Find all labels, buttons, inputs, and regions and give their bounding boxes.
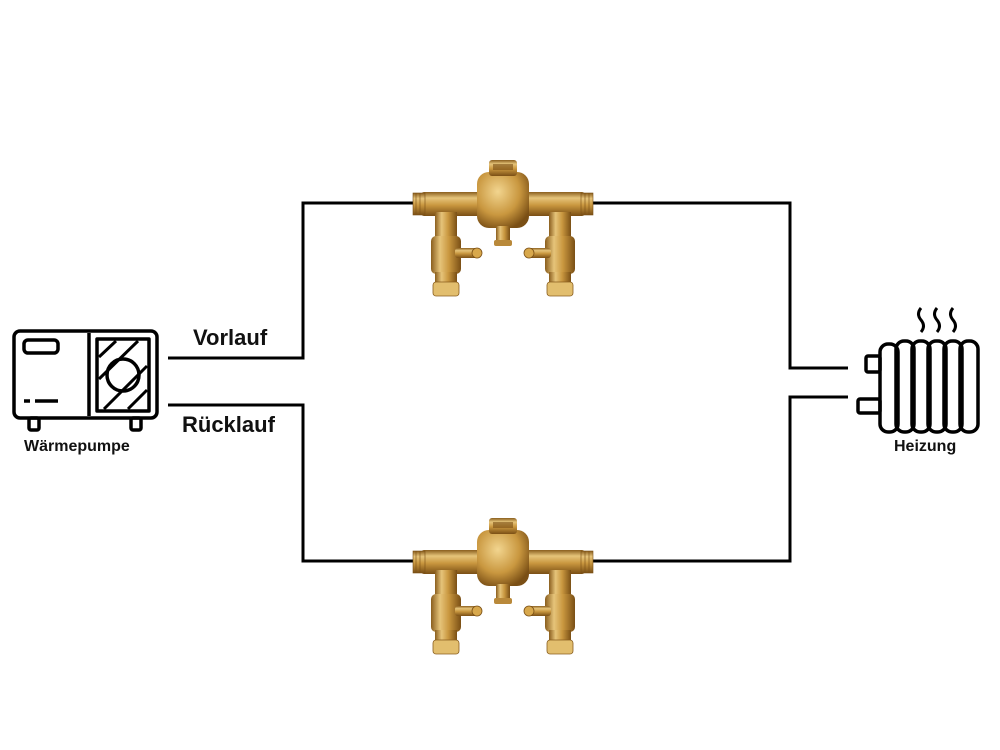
heating-label: Heizung [894, 438, 957, 455]
heat-pump-icon [12, 329, 159, 432]
supply-label: Vorlauf [193, 325, 268, 350]
radiator-icon [856, 307, 980, 434]
return-label: Rücklauf [182, 412, 275, 437]
supply-line-to-heating [588, 201, 848, 370]
return-line-to-heating [588, 395, 848, 563]
return-line [168, 403, 418, 563]
heat-pump-label: Wärmepumpe [24, 438, 130, 455]
pipe-network [168, 201, 848, 563]
supply-line [168, 201, 418, 360]
valve-group-supply [412, 159, 594, 297]
valve-group-return [412, 517, 594, 655]
